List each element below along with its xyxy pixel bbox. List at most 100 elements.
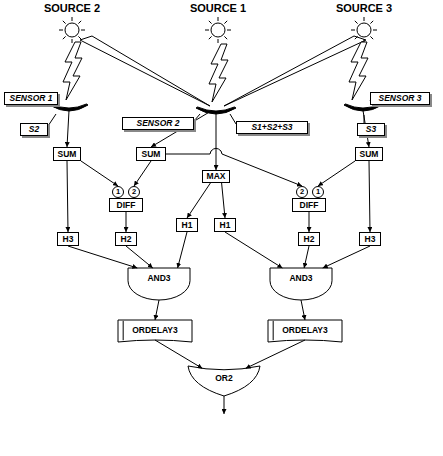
input-port: 2 xyxy=(296,186,308,198)
block-label: H2 xyxy=(121,235,132,244)
threshold-block: H2 xyxy=(298,232,320,246)
signal-wire xyxy=(222,183,225,218)
input-port: 1 xyxy=(112,186,124,198)
signal-label: S3 xyxy=(357,123,385,136)
radiation-beam xyxy=(80,36,210,106)
signal-wire xyxy=(318,161,355,186)
ord-path xyxy=(118,320,192,342)
signal-wire xyxy=(246,340,305,368)
dish-path xyxy=(50,104,88,111)
threshold-block: H2 xyxy=(115,232,137,246)
signal-wire xyxy=(126,246,153,268)
block-label: SUM xyxy=(360,150,379,159)
sensor-dish: SENSOR 1S2 xyxy=(50,104,88,117)
threshold-block: H3 xyxy=(359,232,381,246)
signal-wire xyxy=(155,300,159,320)
sum-block: SUM xyxy=(53,147,81,161)
threshold-block: H3 xyxy=(57,232,79,246)
sum-block: SUM xyxy=(355,147,383,161)
or-delay-gate: ORDELAY3 xyxy=(118,320,192,342)
and-path xyxy=(128,268,190,300)
sensor-name: SENSOR 2 xyxy=(122,117,194,130)
or-path xyxy=(188,366,260,396)
block-label: H1 xyxy=(182,221,193,230)
or-gate: OR2 xyxy=(188,366,260,396)
lightning-bolt xyxy=(63,42,82,100)
signal-wire xyxy=(166,148,302,186)
signal-label: S1+S2+S3 xyxy=(236,121,308,134)
and-outline xyxy=(128,268,190,300)
signal-wire xyxy=(126,212,127,232)
signal-wire xyxy=(151,113,208,147)
port-number: 1 xyxy=(116,188,120,196)
and-gate: AND3 xyxy=(128,268,190,300)
signal-wire xyxy=(369,161,370,232)
lightning-bolt xyxy=(349,42,368,100)
radiation-beam xyxy=(224,36,366,106)
max-block: MAX xyxy=(202,170,230,183)
sun-icon xyxy=(351,17,377,43)
source-label: SOURCE 3 xyxy=(319,3,409,14)
signal-label: S2 xyxy=(20,123,48,136)
signal-wire xyxy=(216,114,217,171)
input-port: 1 xyxy=(312,186,324,198)
signal-wire xyxy=(68,246,137,268)
ord-path xyxy=(268,320,342,342)
signal-wire xyxy=(309,212,310,232)
gate-label: ORDELAY3 xyxy=(282,326,328,335)
sensor-dish: SENSOR 2S1+S2+S3 xyxy=(196,107,236,120)
signal-wire xyxy=(301,300,305,320)
sun-icon xyxy=(59,17,85,43)
sensor-dish: SENSOR 3S3 xyxy=(344,104,382,117)
input-port: 2 xyxy=(128,186,140,198)
leader-line xyxy=(194,114,200,121)
sun-icon xyxy=(205,17,231,43)
block-label: DIFF xyxy=(117,201,136,210)
block-label: SUM xyxy=(58,150,77,159)
block-label: H2 xyxy=(304,235,315,244)
dish-path xyxy=(196,107,236,114)
gate-label: OR2 xyxy=(215,374,232,383)
source-label: SOURCE 1 xyxy=(173,3,263,14)
output-arrow xyxy=(224,396,225,414)
dish-outline xyxy=(344,104,382,117)
leader-line xyxy=(48,114,56,126)
leader-line xyxy=(364,115,365,123)
dish-path xyxy=(344,104,382,111)
signal-wire xyxy=(81,161,118,186)
signal-wire xyxy=(304,246,309,268)
block-label: MAX xyxy=(207,172,226,181)
signal-wire xyxy=(155,340,202,368)
sensor-name: SENSOR 3 xyxy=(370,92,430,105)
threshold-block: H1 xyxy=(214,218,236,232)
signal-wire xyxy=(134,161,151,186)
port-number: 1 xyxy=(316,188,320,196)
sensor-name: SENSOR 1 xyxy=(4,92,58,105)
block-label: DIFF xyxy=(300,201,319,210)
sum-block: SUM xyxy=(136,147,166,161)
gate-label: ORDELAY3 xyxy=(132,326,178,335)
and-path xyxy=(270,268,332,300)
port-number: 2 xyxy=(132,188,136,196)
block-label: H3 xyxy=(63,235,74,244)
source-label: SOURCE 2 xyxy=(27,3,117,14)
and-outline xyxy=(270,268,332,300)
lightning-bolt xyxy=(209,44,228,102)
diff-block: DIFF xyxy=(292,198,326,212)
signal-wire xyxy=(67,161,68,232)
threshold-block: H1 xyxy=(176,218,198,232)
or-delay-gate: ORDELAY3 xyxy=(268,320,342,342)
signal-wire xyxy=(323,246,370,268)
gate-label: AND3 xyxy=(147,274,170,283)
signal-wire xyxy=(178,232,187,268)
signal-wire xyxy=(187,183,210,218)
block-label: SUM xyxy=(142,150,161,159)
dish-outline xyxy=(50,104,88,117)
signal-wire xyxy=(363,111,369,148)
block-label: H1 xyxy=(220,221,231,230)
diff-block: DIFF xyxy=(109,198,143,212)
port-number: 2 xyxy=(300,188,304,196)
signal-wire xyxy=(67,111,69,148)
